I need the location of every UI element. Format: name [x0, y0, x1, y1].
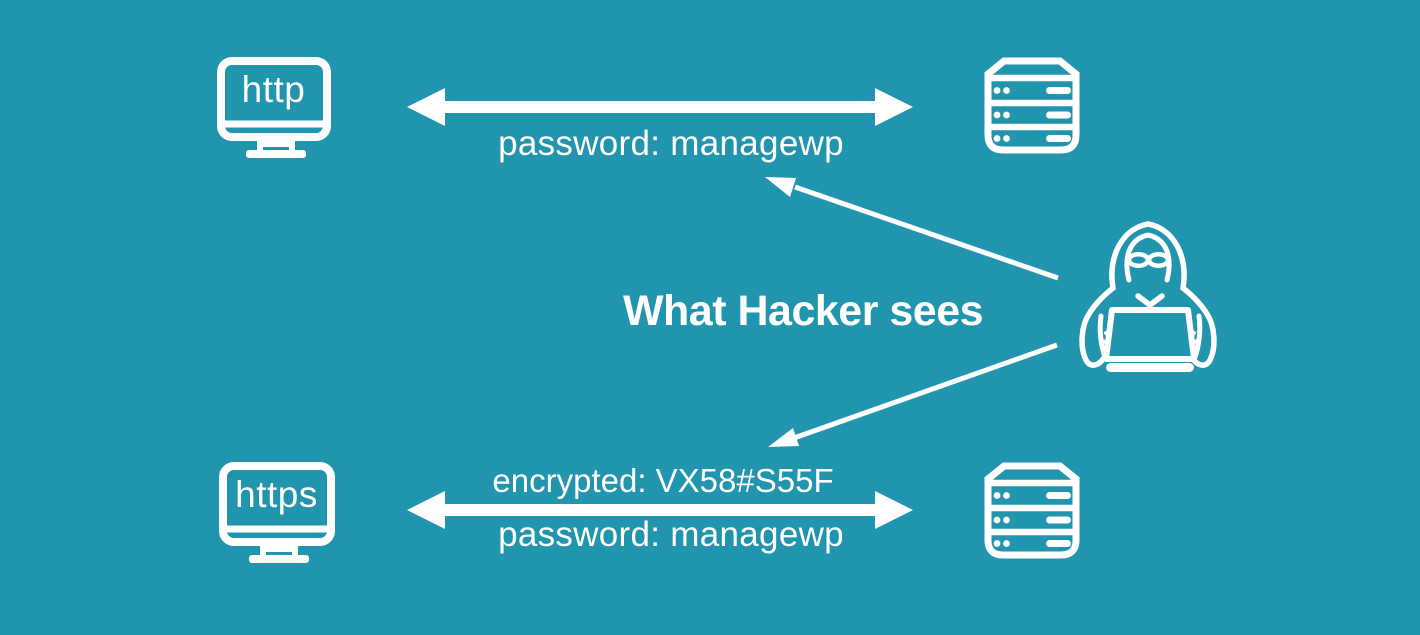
- hacker-sees-https-arrow: [755, 335, 1075, 460]
- https-connection-arrow: [405, 488, 915, 532]
- http-client-monitor-icon: [200, 45, 350, 163]
- https-label: https: [235, 474, 318, 515]
- server-rack-icon: [984, 57, 1080, 154]
- http-connection-arrow: [405, 85, 915, 129]
- monitor-icon: [217, 57, 331, 158]
- https-server-icon: [984, 462, 1080, 560]
- https-plaintext-message: password: managewp: [498, 515, 844, 554]
- heading-what-hacker-sees: What Hacker sees: [622, 287, 984, 335]
- https-encrypted-message: encrypted: VX58#S55F: [492, 462, 834, 499]
- http-server-icon: [984, 57, 1080, 155]
- monitor-icon: [219, 462, 335, 563]
- http-plaintext-message: password: managewp: [498, 124, 844, 163]
- http-label: http: [241, 69, 306, 110]
- hooded-hacker-with-laptop-icon: [1079, 221, 1217, 372]
- double-headed-arrow-icon: [407, 88, 913, 126]
- hacker-icon: [1075, 212, 1225, 377]
- diagonal-arrow-icon: [765, 177, 1059, 281]
- https-client-monitor-icon: [202, 450, 352, 568]
- double-headed-arrow-icon: [407, 491, 913, 529]
- diagonal-arrow-icon: [768, 342, 1058, 447]
- hacker-sees-http-arrow: [750, 165, 1070, 290]
- server-rack-icon: [984, 462, 1080, 559]
